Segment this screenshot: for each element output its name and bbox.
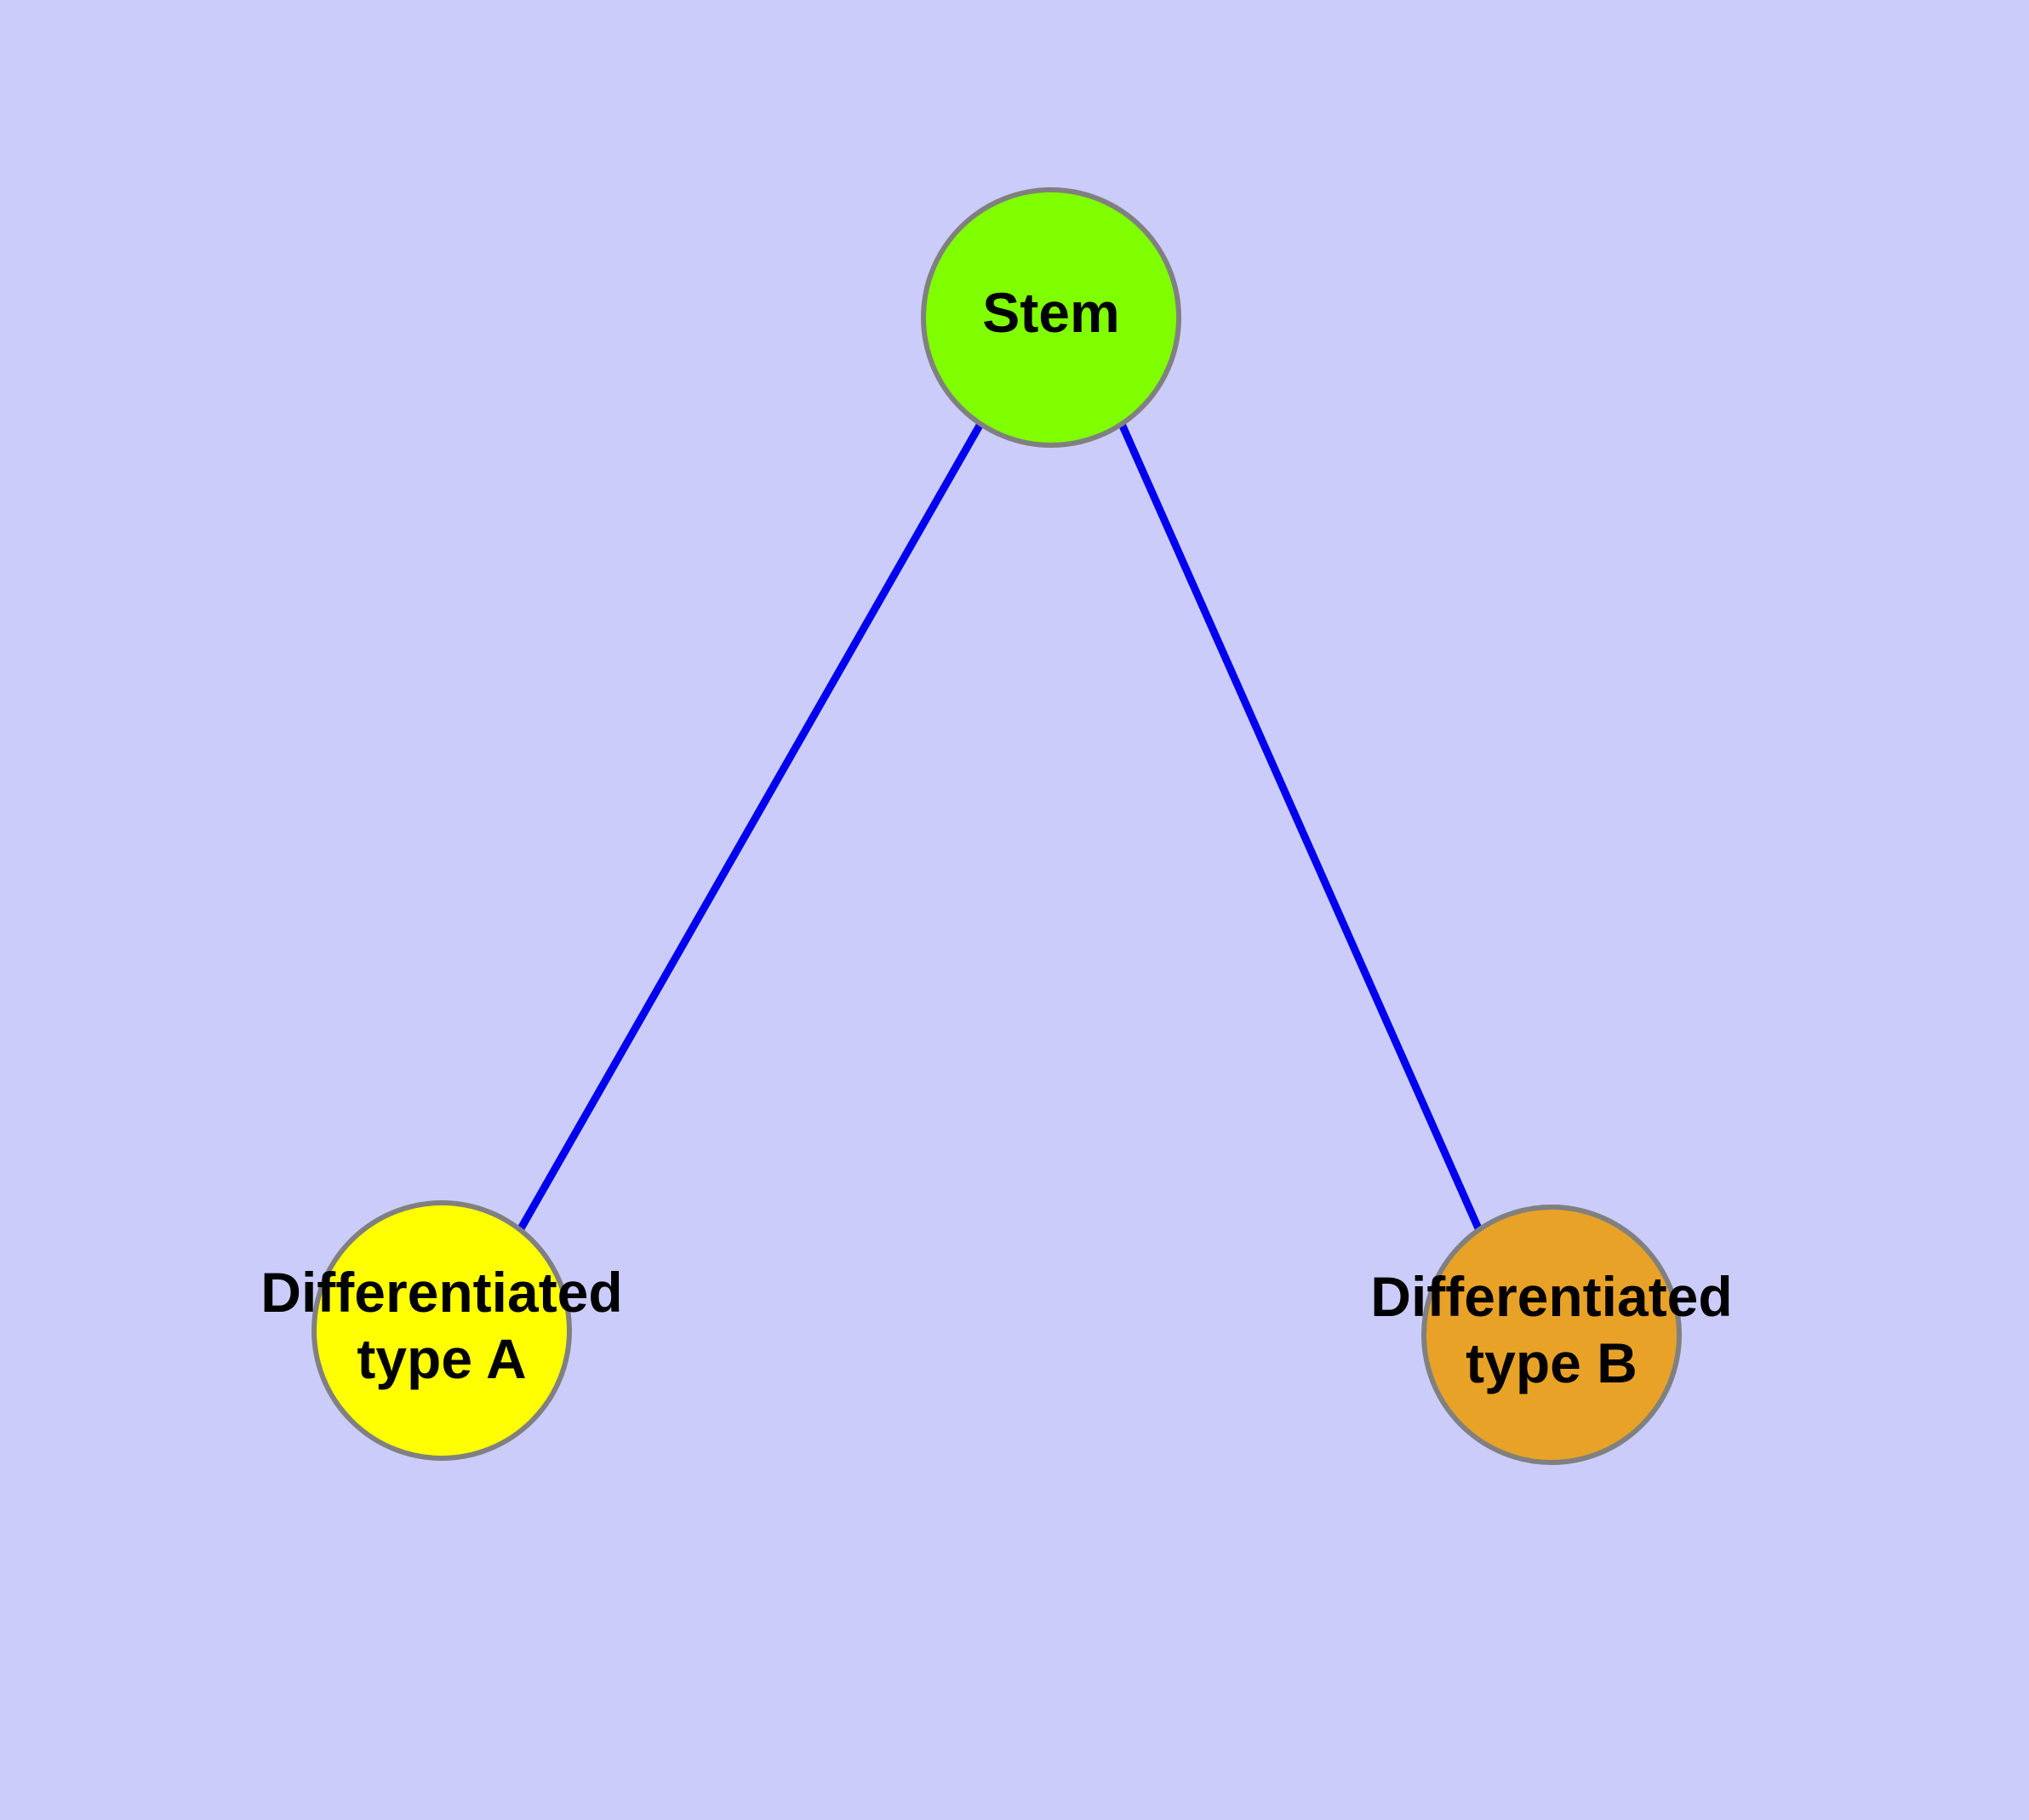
- edge-stem-to-diff-a[interactable]: [517, 421, 984, 1233]
- node-label-line: Stem: [982, 281, 1119, 344]
- node-stem[interactable]: [921, 187, 1181, 448]
- node-diff-a[interactable]: [311, 1200, 572, 1461]
- nodes-group: [311, 187, 1682, 1465]
- edges-group: [517, 421, 1483, 1233]
- node-label-stem: Stem: [982, 281, 1119, 344]
- node-label-line: type B: [1466, 1331, 1637, 1394]
- node-label-line: type A: [357, 1327, 526, 1390]
- edge-stem-to-diff-b[interactable]: [1117, 422, 1483, 1230]
- node-label-line: Differentiated: [1370, 1265, 1732, 1328]
- node-diff-b[interactable]: [1421, 1205, 1682, 1465]
- node-label-line: Differentiated: [260, 1261, 622, 1324]
